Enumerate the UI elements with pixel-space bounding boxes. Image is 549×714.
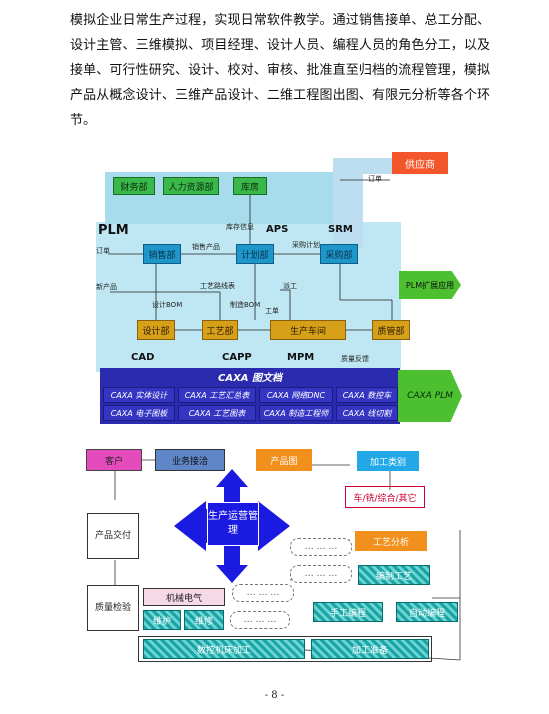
cad-label: CAD — [131, 352, 155, 363]
maintain-box: 维修 — [184, 610, 224, 630]
order-left-label: 订单 — [96, 247, 110, 255]
work-order-label: 派工 — [283, 282, 297, 290]
new-product-label: 新产品 — [96, 283, 117, 291]
customer-box: 客户 — [86, 449, 142, 471]
process-plan-label: 工艺路线表 — [200, 282, 235, 290]
stock-info-label: 库存信息 — [226, 223, 254, 231]
workshop-box: 生产车间 — [270, 320, 346, 340]
prep-box: 加工准备 — [311, 639, 429, 659]
supply-band — [333, 158, 393, 174]
ellipsis-box-4: … … … — [230, 611, 290, 629]
sales-product-label: 销售产品 — [192, 243, 220, 251]
supplier-box: 供应商 — [392, 152, 448, 174]
product-drawing-box: 产品图 — [256, 449, 312, 471]
plm-label: PLM — [98, 223, 129, 238]
caxa-plm-arrow: CAXA PLM — [398, 370, 462, 422]
process-box: 工艺部 — [202, 320, 238, 340]
quality-feedback-label: 质量反馈 — [341, 355, 369, 363]
ellipsis-box-1: … … … — [290, 538, 352, 556]
purchase-box: 采购部 — [320, 244, 358, 264]
module-5: CAXA 工艺图表 — [178, 405, 256, 421]
module-2: CAXA 网络DNC — [259, 387, 333, 403]
srm-label: SRM — [328, 224, 353, 235]
hr-box: 人力资源部 — [163, 177, 219, 195]
page-number: - 8 - — [264, 690, 285, 701]
finance-box: 财务部 — [113, 177, 155, 195]
delivery-box: 产品交付 — [87, 513, 139, 559]
module-0: CAXA 实体设计 — [103, 387, 175, 403]
process-analysis-box: 工艺分析 — [355, 531, 427, 551]
doc-bar: CAXA 图文档 — [100, 368, 400, 384]
module-7: CAXA 线切割 — [336, 405, 398, 421]
plm-ext-arrow: PLM扩展应用 — [399, 271, 461, 299]
plan-box: 计划部 — [236, 244, 274, 264]
mfg-bom-label: 制造BOM — [230, 301, 261, 309]
types-box: 车/铣/综合/其它 — [345, 486, 425, 508]
center-box: 生产运营管理 — [207, 502, 259, 546]
repair-box: 维护 — [143, 610, 181, 630]
capp-label: CAPP — [222, 352, 252, 363]
purchase-plan-label: 采购计划 — [292, 241, 320, 249]
auto-program-box: 自动编程 — [396, 602, 458, 622]
quality-box: 质管部 — [372, 320, 410, 340]
module-4: CAXA 电子图板 — [103, 405, 175, 421]
aps-label: APS — [266, 224, 289, 235]
business-box: 业务接洽 — [155, 449, 225, 471]
work-ticket-label: 工单 — [265, 307, 279, 315]
write-process-box: 编制工艺 — [358, 565, 430, 585]
order-top-label: 订单 — [368, 175, 382, 183]
manual-program-box: 手工编程 — [313, 602, 383, 622]
ellipsis-box-2: … … … — [290, 565, 352, 583]
quality-box: 质量检验 — [87, 585, 139, 631]
module-6: CAXA 制造工程师 — [259, 405, 333, 421]
design-box: 设计部 — [137, 320, 175, 340]
design-bom-label: 设计BOM — [152, 301, 183, 309]
bottom-frame — [138, 636, 432, 662]
mpm-label: MPM — [287, 352, 315, 363]
cnc-box: 数控机床加工 — [143, 639, 305, 659]
module-1: CAXA 工艺汇总表 — [178, 387, 256, 403]
warehouse-box: 库房 — [233, 177, 267, 195]
mech-elec-box: 机械电气 — [143, 588, 225, 606]
sales-box: 销售部 — [143, 244, 181, 264]
processing-type-box: 加工类别 — [357, 451, 419, 471]
ellipsis-box-3: … … … — [232, 584, 294, 602]
intro-paragraph: 模拟企业日常生产过程，实现日常软件教学。通过销售接单、总工分配、设计主管、三维模… — [70, 13, 490, 128]
module-3: CAXA 数控车 — [336, 387, 398, 403]
